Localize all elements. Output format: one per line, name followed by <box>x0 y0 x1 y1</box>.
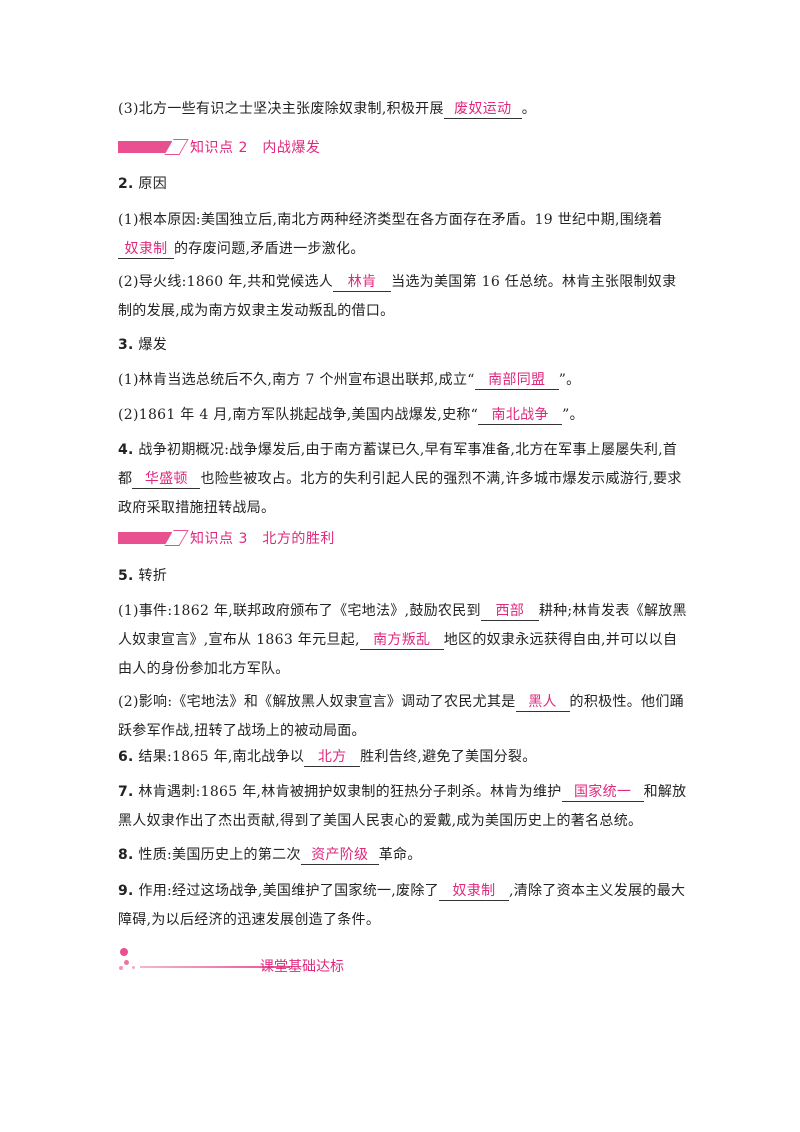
text: (3)北方一些有识之士坚决主张废除奴隶制,积极开展 <box>118 101 444 117</box>
item-5-1: (1)事件:1862 年,联邦政府颁布了《宅地法》,鼓励农民到西部耕种;林肯发表… <box>118 597 688 684</box>
text: 的存废问题,矛盾进一步激化。 <box>174 241 365 257</box>
item-3-3: (3)北方一些有识之士坚决主张废除奴隶制,积极开展废奴运动。 <box>118 95 688 124</box>
text: 耕种;林肯发表《解放黑人奴隶宣言》,宣布从 1863 年元旦起, <box>118 603 687 648</box>
decor-dot-icon <box>119 966 123 970</box>
item-3-2: (2)1861 年 4 月,南方军队挑起战争,美国内战爆发,史称“南北战争”。 <box>118 401 688 430</box>
section-title: 知识点 2 内战爆发 <box>190 140 321 156</box>
item-7: 7. 林肯遇刺:1865 年,林肯被拥护奴隶制的狂热分子刺杀。林肯为维护国家统一… <box>118 778 688 836</box>
text: 胜利告终,避免了美国分裂。 <box>360 749 537 765</box>
answer-blank: 奴隶制 <box>118 241 174 259</box>
answer-blank: 黑人 <box>515 694 570 712</box>
answer-blank: 北方 <box>304 749 361 767</box>
text: (1)事件:1862 年,联邦政府颁布了《宅地法》,鼓励农民到 <box>118 603 481 619</box>
item-number: 8. <box>118 847 134 863</box>
text: (2)影响:《宅地法》和《解放黑人奴隶宣言》调动了农民尤其是 <box>118 694 516 710</box>
text: 当选为美国第 16 任总统。林肯主张限制奴隶制的发展,成为南方奴隶主发动叛乱的借… <box>118 274 677 319</box>
answer-blank: 林肯 <box>333 274 392 292</box>
heading-3: 3. 爆发 <box>118 331 688 360</box>
answer-blank: 奴隶制 <box>438 883 509 901</box>
text: 战争初期概况:战争爆发后,由于南方蓄谋已久,早有军事准备,北方在军事上屡屡失利,… <box>118 442 678 487</box>
footer-section-header: 课堂基础达标 <box>118 946 418 976</box>
answer-blank: 南方叛乱 <box>359 632 444 650</box>
item-9: 9. 作用:经过这场战争,美国维护了国家统一,废除了奴隶制,清除了资本主义发展的… <box>118 877 688 935</box>
answer-blank: 废奴运动 <box>443 101 522 119</box>
section-header-2: 知识点 2 内战爆发 <box>118 137 378 157</box>
text: ”。 <box>558 372 581 388</box>
decor-dot-icon <box>120 948 128 956</box>
item-2-1: (1)根本原因:美国独立后,南北方两种经济类型在各方面存在矛盾。19 世纪中期,… <box>118 206 688 264</box>
item-6: 6. 结果:1865 年,南北战争以北方胜利告终,避免了美国分裂。 <box>118 743 688 772</box>
item-number: 2. <box>118 176 134 192</box>
text: 结果:1865 年,南北战争以 <box>133 749 305 765</box>
text: 作用:经过这场战争,美国维护了国家统一,废除了 <box>133 883 439 899</box>
decor-dot-icon <box>132 966 135 969</box>
text: 林肯遇刺:1865 年,林肯被拥护奴隶制的狂热分子刺杀。林肯为维护 <box>133 784 562 800</box>
text: 。 <box>521 101 537 117</box>
item-number: 5. <box>118 568 134 584</box>
text: (1)林肯当选总统后不久,南方 7 个州宣布退出联邦,成立“ <box>118 372 475 388</box>
answer-blank: 南北战争 <box>478 407 563 425</box>
item-4: 4. 战争初期概况:战争爆发后,由于南方蓄谋已久,早有军事准备,北方在军事上屡屡… <box>118 436 688 523</box>
item-number: 7. <box>118 784 134 800</box>
text: ”。 <box>562 407 584 423</box>
answer-blank: 西部 <box>480 603 539 621</box>
answer-blank: 资产阶级 <box>300 847 379 865</box>
text: ,清除了资本主义发展的最大障碍,为以后经济的迅速发展创造了条件。 <box>118 883 686 928</box>
text: 革命。 <box>378 847 422 863</box>
section-header-3: 知识点 3 北方的胜利 <box>118 528 378 548</box>
answer-blank: 南部同盟 <box>474 372 559 390</box>
item-number: 4. <box>118 442 134 458</box>
section-bar-icon <box>118 532 172 544</box>
decor-dot-icon <box>124 960 129 965</box>
text: 和解放黑人奴隶作出了杰出贡献,得到了美国人民衷心的爱戴,成为美国历史上的著名总统… <box>118 784 687 829</box>
heading-text: 原因 <box>133 176 168 192</box>
section-title: 知识点 3 北方的胜利 <box>190 531 335 547</box>
text: 性质:美国历史上的第二次 <box>133 847 301 863</box>
text: (2)导火线:1860 年,共和党候选人 <box>118 274 334 290</box>
heading-5: 5. 转折 <box>118 562 688 591</box>
heading-2: 2. 原因 <box>118 170 688 199</box>
heading-text: 转折 <box>133 568 168 584</box>
section-bar-icon <box>118 141 172 153</box>
answer-blank: 华盛顿 <box>132 471 201 489</box>
item-5-2: (2)影响:《宅地法》和《解放黑人奴隶宣言》调动了农民尤其是黑人的积极性。他们踊… <box>118 688 688 746</box>
item-number: 6. <box>118 749 134 765</box>
text: 地区的奴隶永远获得自由,并可以以自由人的身份参加北方军队。 <box>118 632 678 677</box>
heading-text: 爆发 <box>133 337 168 353</box>
decor-line <box>140 966 290 968</box>
text: (1)根本原因:美国独立后,南北方两种经济类型在各方面存在矛盾。19 世纪中期,… <box>118 212 663 228</box>
footer-title: 课堂基础达标 <box>260 959 344 975</box>
item-8: 8. 性质:美国历史上的第二次资产阶级革命。 <box>118 841 688 870</box>
text: (2)1861 年 4 月,南方军队挑起战争,美国内战爆发,史称“ <box>118 407 479 423</box>
item-2-2: (2)导火线:1860 年,共和党候选人林肯当选为美国第 16 任总统。林肯主张… <box>118 268 688 326</box>
item-number: 3. <box>118 337 134 353</box>
item-3-1: (1)林肯当选总统后不久,南方 7 个州宣布退出联邦,成立“南部同盟”。 <box>118 366 688 395</box>
answer-blank: 国家统一 <box>561 784 644 802</box>
text: 也险些被攻占。北方的失利引起人民的强烈不满,许多城市爆发示威游行,要求政府采取措… <box>118 471 682 516</box>
item-number: 9. <box>118 883 134 899</box>
text: 的积极性。他们踊跃参军作战,扭转了战场上的被动局面。 <box>118 694 684 739</box>
